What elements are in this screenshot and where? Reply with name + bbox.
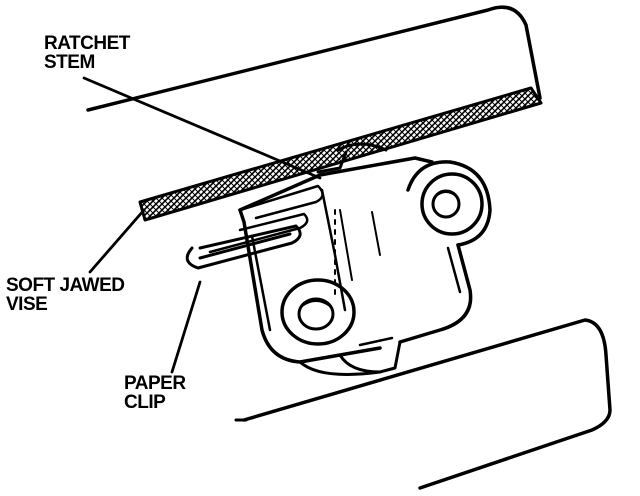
lower-pivot-hole	[280, 278, 356, 346]
label-paper-clip-line1: PAPER	[124, 373, 186, 394]
ratchet-body	[238, 142, 492, 376]
ratchet-stem-leader	[82, 76, 322, 180]
vise-leader	[88, 208, 146, 274]
lower-vise-jaw	[234, 318, 612, 490]
paper-clip	[185, 184, 324, 270]
label-soft-jawed-vise: SOFT JAWED VISE	[6, 276, 125, 314]
upper-vise-jaw	[86, 5, 543, 222]
label-ratchet-stem-line1: RATCHET	[44, 33, 130, 54]
label-soft-jawed-vise-line2: VISE	[6, 294, 48, 315]
paper-clip-leader	[170, 280, 202, 374]
label-paper-clip: PAPER CLIP	[124, 374, 186, 412]
label-paper-clip-line2: CLIP	[124, 392, 166, 413]
upper-pivot-hole	[420, 172, 484, 236]
label-soft-jawed-vise-line1: SOFT JAWED	[6, 275, 125, 296]
label-ratchet-stem-line2: STEM	[44, 52, 95, 73]
label-ratchet-stem: RATCHET STEM	[44, 34, 130, 72]
